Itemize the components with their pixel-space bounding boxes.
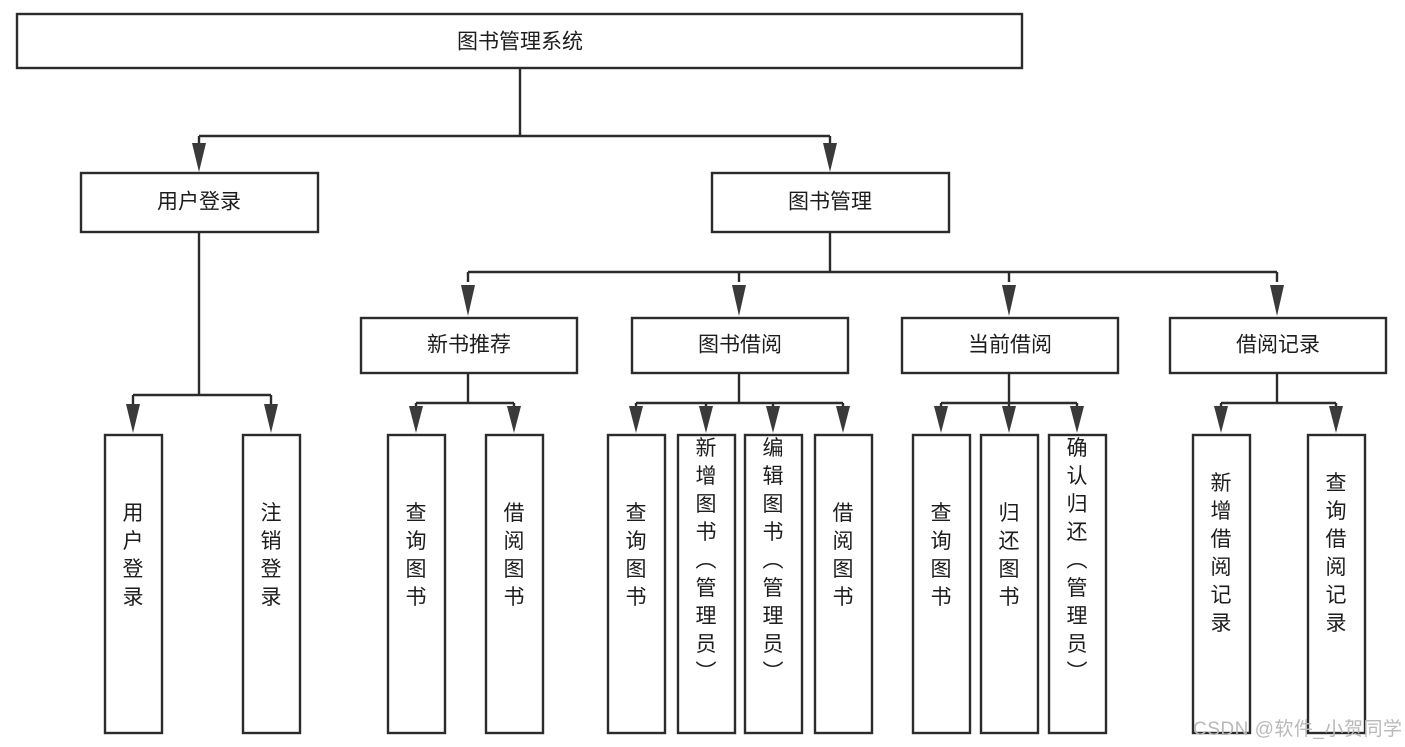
new-book-recommend-box[interactable] <box>359 316 579 375</box>
leaf-query-record-label: 查询借阅记录 <box>1326 472 1347 635</box>
book-manage-box[interactable] <box>710 171 951 234</box>
leaf-confirm-return-box[interactable] <box>1047 433 1108 735</box>
node-leaf-query-book-3[interactable]: 查询图书 <box>911 433 972 735</box>
arrow-to-leaf-add-book <box>699 406 713 433</box>
node-leaf-borrow-book-2[interactable]: 借阅图书 <box>813 433 874 735</box>
node-leaf-edit-book[interactable]: 编辑图书︵管理员︶ <box>743 433 804 735</box>
leaf-edit-book-box[interactable] <box>743 433 804 735</box>
arrow-to-user-login <box>192 143 206 172</box>
leaf-return-book-box[interactable] <box>979 433 1040 735</box>
arrow-to-leaf-user-login <box>126 404 140 433</box>
leaf-query-book-3-box[interactable] <box>911 433 972 735</box>
leaf-add-book-label: 新增图书︵管理员︶ <box>696 437 717 684</box>
arrow-to-borrow-record <box>1270 285 1284 316</box>
leaf-query-book-1-box[interactable] <box>386 433 447 735</box>
borrow-record-box[interactable] <box>1168 316 1388 375</box>
current-borrow-box[interactable] <box>900 316 1120 375</box>
node-leaf-query-record[interactable]: 查询借阅记录 <box>1306 433 1367 735</box>
node-leaf-borrow-book-1[interactable]: 借阅图书 <box>484 433 545 735</box>
leaf-return-book-label: 归还图书 <box>999 502 1020 609</box>
book-manage-label: 图书管理 <box>788 191 872 214</box>
arrow-to-book-manage <box>823 143 837 172</box>
leaf-query-record-box[interactable] <box>1306 433 1367 735</box>
arrow-to-leaf-query-book-3 <box>934 406 948 433</box>
arrow-to-leaf-query-book-2 <box>629 406 643 433</box>
leaf-query-book-2-label: 查询图书 <box>626 502 647 609</box>
leaf-borrow-book-1-box[interactable] <box>484 433 545 735</box>
arrow-to-leaf-confirm-return <box>1070 406 1084 433</box>
node-leaf-query-book-2[interactable]: 查询图书 <box>606 433 667 735</box>
leaf-add-book-box[interactable] <box>676 433 737 735</box>
arrow-to-leaf-add-record <box>1214 406 1228 433</box>
node-book-manage[interactable]: 图书管理 <box>710 171 951 234</box>
leaf-user-login-label: 用户登录 <box>123 502 144 609</box>
node-leaf-logout[interactable]: 注销登录 <box>241 433 302 735</box>
arrow-to-leaf-borrow-book-2 <box>836 406 850 433</box>
new-book-recommend-label: 新书推荐 <box>427 334 511 357</box>
arrow-to-new-book-recommend <box>461 285 475 316</box>
node-leaf-user-login[interactable]: 用户登录 <box>103 433 164 735</box>
user-login-box[interactable] <box>79 171 320 234</box>
node-current-borrow[interactable]: 当前借阅 <box>900 316 1120 375</box>
leaf-borrow-book-1-label: 借阅图书 <box>504 502 525 609</box>
root-box[interactable] <box>15 12 1024 70</box>
user-login-label: 用户登录 <box>157 191 241 214</box>
node-user-login[interactable]: 用户登录 <box>79 171 320 234</box>
current-borrow-label: 当前借阅 <box>968 334 1052 357</box>
root-label: 图书管理系统 <box>457 31 583 54</box>
arrow-to-leaf-return-book <box>1002 406 1016 433</box>
leaf-borrow-book-2-label: 借阅图书 <box>833 502 854 609</box>
node-leaf-return-book[interactable]: 归还图书 <box>979 433 1040 735</box>
arrow-to-current-borrow <box>1002 285 1016 316</box>
node-root[interactable]: 图书管理系统 <box>15 12 1024 70</box>
arrow-to-leaf-query-record <box>1329 406 1343 433</box>
node-book-borrow[interactable]: 图书借阅 <box>630 316 850 375</box>
leaf-add-record-box[interactable] <box>1191 433 1252 735</box>
leaf-query-book-2-box[interactable] <box>606 433 667 735</box>
node-leaf-query-book-1[interactable]: 查询图书 <box>386 433 447 735</box>
connector-layer <box>126 68 1343 433</box>
leaf-confirm-return-label: 确认归还︵管理员︶ <box>1067 437 1088 684</box>
arrow-to-leaf-query-book-1 <box>409 406 423 433</box>
node-borrow-record[interactable]: 借阅记录 <box>1168 316 1388 375</box>
node-leaf-add-book[interactable]: 新增图书︵管理员︶ <box>676 433 737 735</box>
leaf-logout-label: 注销登录 <box>261 502 282 609</box>
arrow-to-book-borrow <box>732 285 746 316</box>
borrow-record-label: 借阅记录 <box>1236 334 1320 357</box>
node-leaf-add-record[interactable]: 新增借阅记录 <box>1191 433 1252 735</box>
leaf-query-book-3-label: 查询图书 <box>931 502 952 609</box>
node-leaf-confirm-return[interactable]: 确认归还︵管理员︶ <box>1047 433 1108 735</box>
leaf-borrow-book-2-box[interactable] <box>813 433 874 735</box>
book-borrow-box[interactable] <box>630 316 850 375</box>
leaf-user-login-box[interactable] <box>103 433 164 735</box>
leaf-add-record-label: 新增借阅记录 <box>1211 472 1232 635</box>
book-borrow-label: 图书借阅 <box>698 334 782 357</box>
leaf-edit-book-label: 编辑图书︵管理员︶ <box>763 437 784 684</box>
leaf-query-book-1-label: 查询图书 <box>406 502 427 609</box>
arrow-to-leaf-logout <box>264 404 278 433</box>
leaf-logout-box[interactable] <box>241 433 302 735</box>
arrow-to-leaf-borrow-book-1 <box>507 406 521 433</box>
arrow-to-leaf-edit-book <box>766 406 780 433</box>
node-new-book-recommend[interactable]: 新书推荐 <box>359 316 579 375</box>
